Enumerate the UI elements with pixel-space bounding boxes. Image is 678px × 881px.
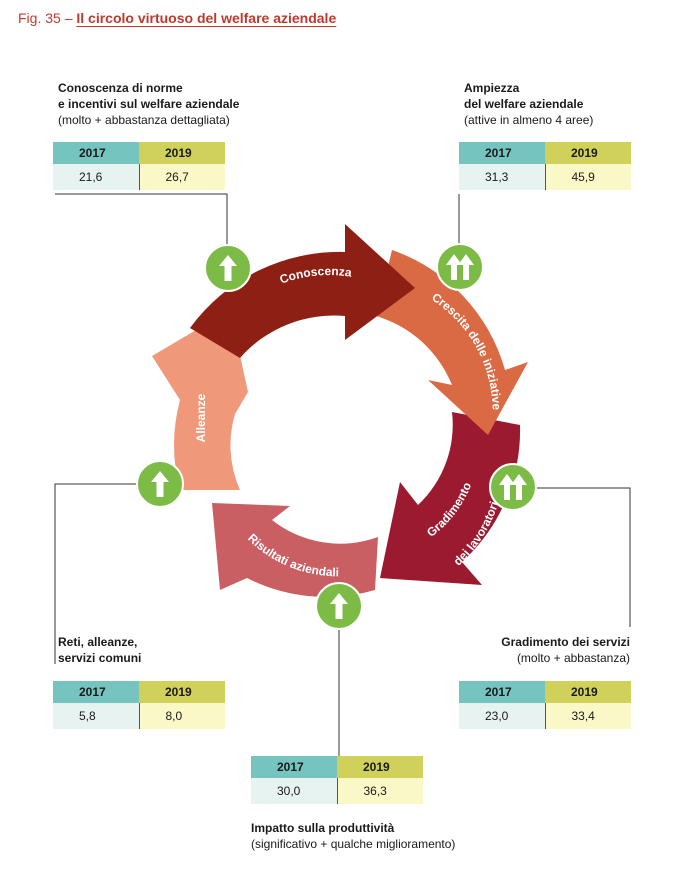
table-cell: 21,6 (53, 164, 139, 190)
label-impatto: Impatto sulla produttività (significativ… (251, 820, 455, 852)
table-header: 2017 (459, 681, 545, 703)
table-cell: 23,0 (459, 703, 545, 729)
table-header: 2019 (545, 142, 631, 164)
table-header: 2019 (139, 681, 225, 703)
label-reti-line1: Reti, alleanze, (58, 635, 138, 649)
label-gradimento: Gradimento dei servizi (molto + abbastan… (420, 634, 630, 666)
table-cell: 45,9 (544, 164, 631, 190)
table-gradimento: 2017 2019 23,0 33,4 (459, 681, 631, 729)
table-cell: 30,0 (251, 778, 337, 804)
up-arrow-icon (204, 244, 252, 292)
up-arrow-icon (136, 460, 184, 508)
stage-arrow-risultati (212, 503, 378, 597)
table-cell: 36,3 (336, 778, 423, 804)
table-impatto: 2017 2019 30,0 36,3 (251, 756, 423, 804)
table-cell: 33,4 (544, 703, 631, 729)
table-header: 2019 (139, 142, 225, 164)
table-cell: 26,7 (138, 164, 225, 190)
stage-arrow-gradimento (380, 412, 521, 585)
table-cell: 5,8 (53, 703, 139, 729)
stage-label-alleanze: Alleanze (194, 393, 208, 442)
table-conoscenza: 2017 2019 21,6 26,7 (53, 142, 225, 190)
table-cell: 31,3 (459, 164, 545, 190)
figure-number: Fig. 35 – (18, 10, 73, 26)
stage-arrow-alleanze (152, 310, 248, 490)
label-ampiezza-line1: Ampiezza (464, 81, 520, 95)
double-up-arrow-icon (436, 243, 484, 291)
up-arrow-icon (315, 582, 363, 630)
stage-arrow-crescita (376, 250, 528, 435)
label-impatto-subtitle: (significativo + qualche miglioramento) (251, 837, 456, 851)
label-ampiezza-line2: del welfare aziendale (464, 97, 584, 111)
figure-title: Fig. 35 – Il circolo virtuoso del welfar… (18, 10, 336, 26)
stage-arrow-conoscenza (190, 224, 415, 358)
connector-line (536, 487, 631, 627)
table-header: 2019 (545, 681, 631, 703)
connector-line (54, 483, 139, 664)
figure-title-text: Il circolo virtuoso del welfare aziendal… (76, 10, 337, 26)
label-impatto-line1: Impatto sulla produttività (251, 821, 395, 835)
label-conoscenza-line1: Conoscenza di norme (58, 81, 183, 95)
double-up-arrow-icon (489, 463, 537, 511)
table-header: 2017 (53, 142, 139, 164)
table-header: 2019 (337, 756, 423, 778)
label-gradimento-line1: Gradimento dei servizi (501, 635, 630, 649)
label-gradimento-subtitle: (molto + abbastanza) (516, 651, 630, 665)
connector-line (55, 193, 228, 252)
label-conoscenza-subtitle: (molto + abbastanza dettagliata) (58, 113, 230, 127)
label-conoscenza-line2: e incentivi sul welfare aziendale (58, 97, 240, 111)
table-header: 2017 (459, 142, 545, 164)
label-ampiezza-subtitle: (attive in almeno 4 aree) (464, 113, 594, 127)
table-header: 2017 (53, 681, 139, 703)
table-cell: 8,0 (138, 703, 225, 729)
label-reti-line2: servizi comuni (58, 651, 142, 665)
label-conoscenza: Conoscenza di norme e incentivi sul welf… (58, 80, 239, 128)
label-ampiezza: Ampiezza del welfare aziendale (attive i… (464, 80, 593, 128)
table-reti: 2017 2019 5,8 8,0 (53, 681, 225, 729)
label-reti: Reti, alleanze, servizi comuni (58, 634, 141, 666)
table-header: 2017 (251, 756, 337, 778)
table-ampiezza: 2017 2019 31,3 45,9 (459, 142, 631, 190)
